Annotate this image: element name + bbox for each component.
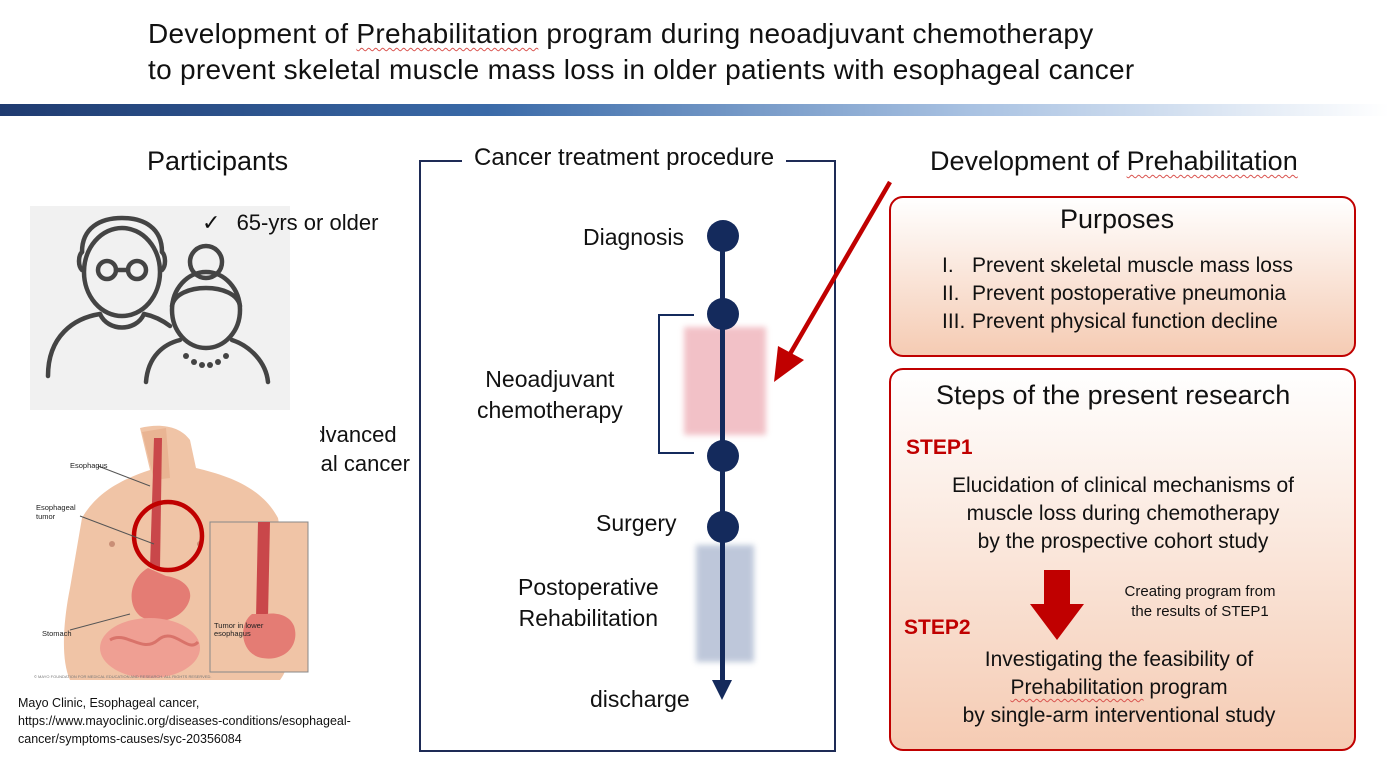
timeline-dot-diagnosis [707, 220, 739, 252]
label-esophagus: Esophagus [70, 461, 108, 470]
title-divider-gradient [0, 104, 1389, 116]
participants-heading: Participants [147, 146, 289, 176]
procedure-heading: Cancer treatment procedure [462, 144, 787, 172]
step-diagnosis: Diagnosis [583, 224, 684, 250]
step-neoadjuvant: Neoadjuvant chemotherapy [477, 366, 623, 423]
step1-label: STEP1 [906, 436, 973, 459]
esophagus-anatomy-illustration: Esophagus Esophageal tumor Stomach Tumor… [30, 418, 320, 680]
steps-title: Steps of the present research [936, 380, 1291, 410]
step2-label: STEP2 [904, 616, 971, 639]
label-tumor-line2: tumor [36, 512, 56, 521]
label-inset-line1: Tumor in lower [214, 621, 264, 630]
rehab-period-highlight [696, 545, 754, 662]
step1-description: Elucidation of clinical mechanisms of mu… [952, 474, 1294, 553]
down-arrow-icon [1030, 570, 1084, 640]
step2-description: Investigating the feasibility of Prehabi… [962, 648, 1276, 727]
elderly-couple-icon [30, 206, 290, 410]
timeline-dot-surgery [707, 511, 739, 543]
purposes-title: Purposes [1060, 204, 1175, 234]
purpose-item: III.Prevent physical function decline [942, 310, 1278, 333]
label-copyright: © MAYO FOUNDATION FOR MEDICAL EDUCATION … [34, 674, 212, 679]
steps-panel [889, 368, 1356, 751]
step-rehabilitation: Postoperative Rehabilitation [518, 574, 659, 631]
purpose-item: I.Prevent skeletal muscle mass loss [942, 254, 1293, 277]
label-stomach: Stomach [42, 629, 72, 638]
label-tumor-line1: Esophageal [36, 503, 76, 512]
title-prehab-word: Prehabilitation [356, 18, 539, 49]
citation: Mayo Clinic, Esophageal cancer, https://… [18, 696, 351, 746]
purpose-item: II.Prevent postoperative pneumonia [942, 282, 1287, 305]
purposes-panel [889, 196, 1356, 357]
development-heading: Development of Prehabilitation [930, 146, 1298, 176]
label-inset-line2: esophagus [214, 629, 251, 638]
title-line-1: Development of Prehabilitation program d… [148, 18, 1094, 49]
timeline-arrow-head [712, 680, 732, 700]
timeline-dot-chemo-start [707, 298, 739, 330]
transition-note: Creating program from the results of STE… [1124, 583, 1276, 620]
chemo-period-highlight [684, 327, 766, 435]
checkmark-icon: ✓ [202, 210, 221, 235]
title-line-2: to prevent skeletal muscle mass loss in … [148, 54, 1135, 85]
criterion-age: ✓ 65-yrs or older [202, 210, 379, 235]
pointer-arrow [774, 180, 892, 382]
step-surgery: Surgery [596, 510, 677, 536]
chemo-bracket [658, 314, 694, 454]
page-title: Development of Prehabilitation program d… [148, 16, 1135, 88]
timeline-dot-chemo-end [707, 440, 739, 472]
step-discharge: discharge [590, 686, 690, 712]
